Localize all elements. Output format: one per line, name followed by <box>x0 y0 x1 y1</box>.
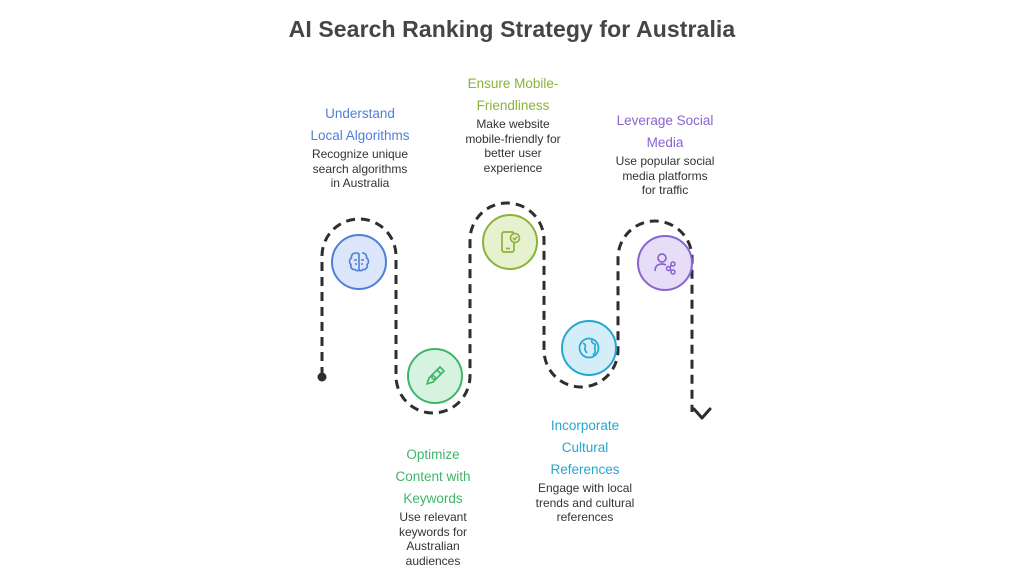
step-title-line: Friendliness <box>476 98 550 113</box>
step-label-cultural: Incorporate Cultural References Engage w… <box>510 415 660 525</box>
mobile-check-icon <box>501 231 521 253</box>
step-title-social: Leverage Social Media <box>590 110 740 154</box>
step-label-social: Leverage Social Media Use popular social… <box>590 110 740 198</box>
step-node-social <box>637 235 693 291</box>
step-desc-line: Use popular social <box>615 154 715 168</box>
step-desc-line: Engage with local <box>537 481 633 495</box>
step-desc-mobile: Make website mobile-friendly for better … <box>438 117 588 175</box>
step-desc-line: Use relevant <box>399 510 467 524</box>
step-desc-line: trends and cultural <box>535 495 635 510</box>
step-desc-understand: Recognize unique search algorithms in Au… <box>285 147 435 191</box>
step-desc-line: Australian <box>406 539 460 553</box>
step-desc-social: Use popular social media platforms for t… <box>590 154 740 198</box>
step-label-understand: Understand Local Algorithms Recognize un… <box>285 103 435 191</box>
step-title-line: Ensure Mobile- <box>467 76 559 91</box>
brain-icon <box>348 252 370 272</box>
step-desc-line: Recognize unique <box>311 147 409 161</box>
step-title-understand: Understand Local Algorithms <box>285 103 435 147</box>
pen-icon <box>426 366 445 385</box>
step-node-optimize <box>407 348 463 404</box>
step-desc-optimize: Use relevant keywords for Australian aud… <box>358 510 508 568</box>
step-title-line: Cultural <box>561 440 609 455</box>
step-label-mobile: Ensure Mobile- Friendliness Make website… <box>438 73 588 175</box>
step-title-optimize: Optimize Content with Keywords <box>358 444 508 510</box>
step-desc-line: for traffic <box>641 183 689 197</box>
diagram-title: AI Search Ranking Strategy for Australia <box>288 16 736 42</box>
step-desc-cultural: Engage with local trends and cultural re… <box>510 481 660 525</box>
step-node-mobile <box>482 214 538 270</box>
path-end-arrow <box>692 407 712 420</box>
step-title-line: Keywords <box>403 491 463 506</box>
step-desc-line: Make website <box>476 117 550 131</box>
step-title-line: Understand <box>325 106 395 121</box>
user-share-icon <box>654 253 676 275</box>
step-desc-line: in Australia <box>330 176 390 190</box>
globe-icon <box>578 337 600 359</box>
step-title-mobile: Ensure Mobile- Friendliness <box>438 73 588 117</box>
step-desc-line: references <box>556 510 614 524</box>
path-start-dot <box>317 372 327 382</box>
step-desc-line: better user <box>484 146 542 160</box>
step-label-optimize: Optimize Content with Keywords Use relev… <box>358 444 508 568</box>
step-desc-line: media platforms <box>622 168 708 183</box>
step-desc-line: audiences <box>405 553 461 568</box>
step-desc-line: mobile-friendly for <box>465 131 561 146</box>
step-title-line: Incorporate <box>550 418 620 433</box>
step-title-line: References <box>550 462 620 477</box>
step-desc-line: experience <box>483 160 543 175</box>
step-title-line: Local Algorithms <box>310 128 410 143</box>
step-desc-line: keywords for <box>398 524 468 539</box>
dashed-connector <box>320 201 694 415</box>
step-node-cultural <box>561 320 617 376</box>
step-title-line: Media <box>646 135 684 150</box>
step-title-line: Content with <box>395 469 471 484</box>
step-node-understand <box>331 234 387 290</box>
step-title-line: Optimize <box>406 447 460 462</box>
step-desc-line: search algorithms <box>312 161 408 176</box>
step-title-cultural: Incorporate Cultural References <box>510 415 660 481</box>
step-title-line: Leverage Social <box>616 113 714 128</box>
